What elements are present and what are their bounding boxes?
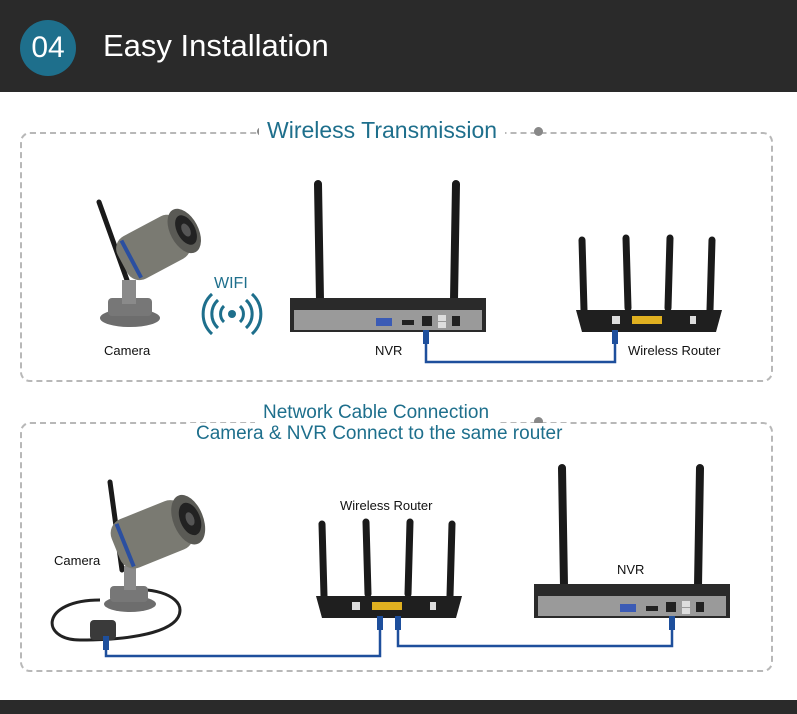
nvr-label: NVR [375,343,403,358]
nvr-device-icon-2 [534,464,730,618]
cable-section-subtitle: Camera & NVR Connect to the same router [190,423,569,444]
step-number-badge: 04 [20,20,76,76]
footer-bar [0,700,797,714]
page-title: Easy Installation [103,28,329,63]
wifi-signal-icon [201,292,263,336]
wireless-section-title: Wireless Transmission [259,116,506,144]
network-cable-icon-2 [103,616,675,658]
title-dot-right [534,127,543,136]
router-label: Wireless Router [628,343,721,358]
cable-section-title: Network Cable Connection [255,402,498,423]
nvr-device-icon [290,180,486,332]
router-label-2: Wireless Router [340,498,433,513]
camera-icon [96,199,201,327]
camera-label: Camera [104,343,151,358]
router-icon-2 [316,518,462,618]
network-cable-icon [423,330,618,364]
camera-icon-2 [50,479,206,642]
header-bar: 04 Easy Installation [0,0,797,92]
nvr-label-2: NVR [617,562,645,577]
title-dot-right-2 [534,417,543,426]
wifi-label: WIFI [214,275,248,292]
router-icon [576,234,722,332]
camera-label-2: Camera [54,553,101,568]
